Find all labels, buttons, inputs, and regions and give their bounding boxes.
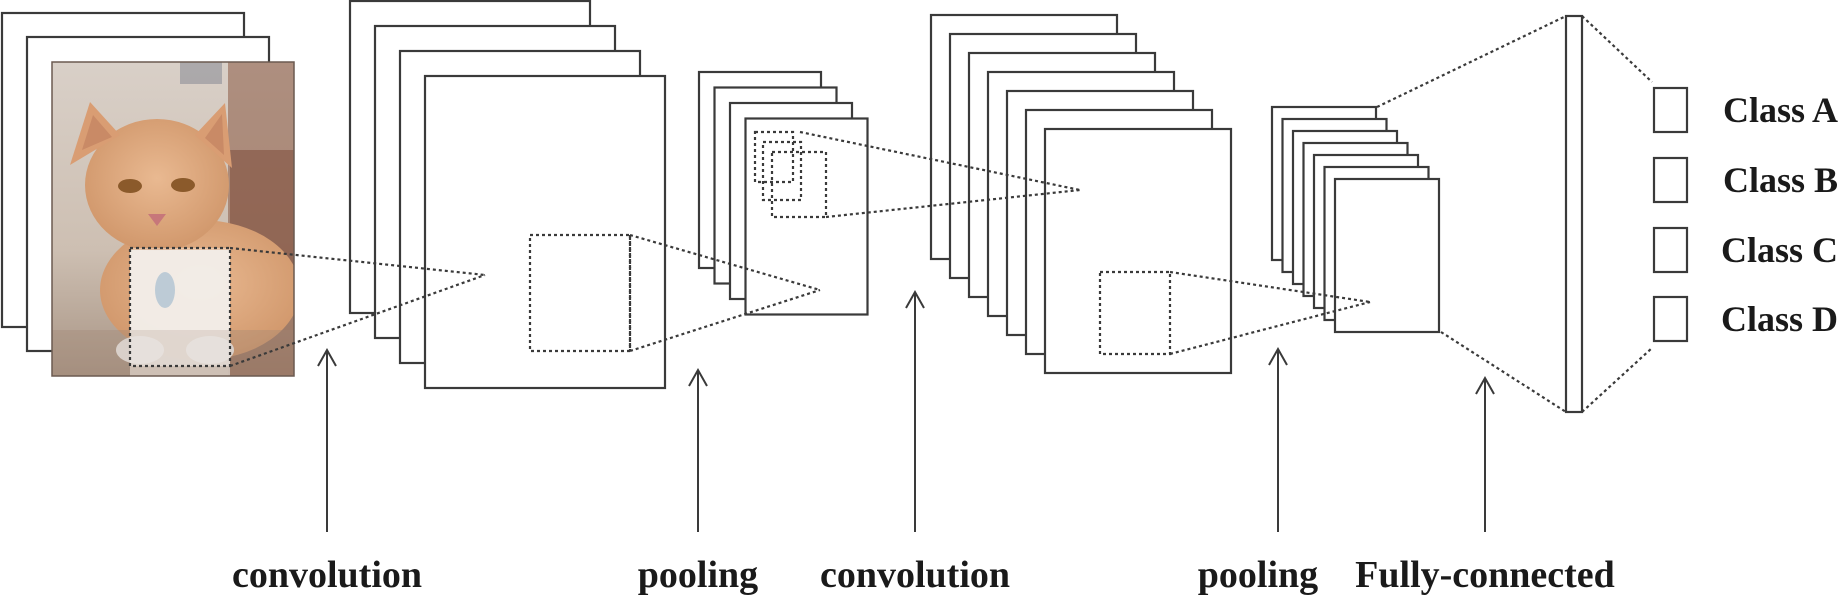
conv1-to-pool1-projection-line	[629, 233, 821, 292]
pooling-1-label: pooling	[638, 554, 758, 596]
pool2-to-fc-projection-line	[1376, 15, 1567, 108]
pool2-feature-map	[1333, 177, 1441, 334]
convolution-2-label: convolution	[820, 554, 1010, 596]
conv2-feature-map-stack	[929, 13, 1233, 375]
pooling-2-arrow	[1268, 346, 1288, 532]
output-class-b: Class B	[1652, 156, 1838, 204]
pool1-receptive-box	[770, 150, 828, 219]
output-node	[1652, 226, 1689, 274]
output-class-label: Class D	[1721, 299, 1838, 339]
convolution-2-arrow	[905, 289, 925, 532]
pool2-to-fc-projection-line	[1440, 331, 1567, 413]
output-class-label: Class B	[1723, 160, 1838, 200]
fully-connected-label: Fully-connected	[1355, 554, 1615, 596]
conv2-to-pool2-projection-line	[1169, 300, 1371, 356]
pool1-receptive-box	[761, 140, 803, 202]
receptive-field-box	[128, 246, 232, 368]
pooling-1-arrow	[688, 367, 708, 532]
pool1-receptive-box	[753, 130, 795, 184]
input-image-border	[51, 61, 295, 377]
conv2-to-pool2-projection-line	[1169, 270, 1371, 304]
convolution-1-arrow	[317, 347, 337, 532]
fully-connected-arrow	[1475, 375, 1495, 532]
output-class-label: Class C	[1721, 230, 1838, 270]
input-image-stack	[0, 11, 295, 377]
pool1-feature-map-stack	[697, 70, 869, 316]
fully-connected-vector	[1564, 14, 1584, 414]
output-node	[1652, 156, 1689, 204]
pooling-2-label: pooling	[1198, 554, 1318, 596]
cat-photo	[52, 62, 294, 376]
output-class-label: Class A	[1723, 90, 1838, 130]
fc-to-outputs-projection-line	[1581, 15, 1653, 83]
conv2-feature-map	[1043, 127, 1233, 375]
conv1-feature-map	[423, 74, 667, 390]
output-node	[1652, 86, 1689, 134]
output-class-a: Class A	[1652, 86, 1838, 134]
output-class-c: Class C	[1652, 226, 1838, 274]
pool2-feature-map-stack	[1270, 105, 1441, 334]
conv1-receptive-box	[528, 233, 632, 353]
conv1-feature-map-stack	[348, 0, 667, 390]
output-node	[1652, 295, 1689, 343]
fc-to-outputs-projection-line	[1581, 347, 1653, 413]
input-to-conv1-projection-line	[229, 246, 486, 277]
pool1-to-conv2-projection-line	[825, 188, 1081, 219]
output-class-d: Class D	[1652, 295, 1838, 343]
convolution-1-label: convolution	[232, 554, 422, 596]
conv2-receptive-box	[1098, 270, 1172, 356]
